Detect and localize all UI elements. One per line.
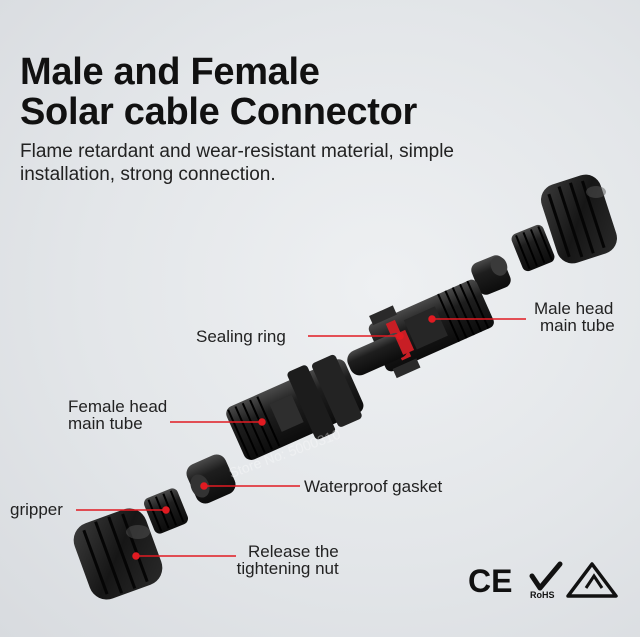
leader-lines [76,315,526,560]
female-tightening-nut [73,508,163,600]
male-tightening-nut [541,174,617,264]
label-male-head-line-1: Male head [534,299,614,318]
female-gasket [186,454,236,504]
certification-marks: CE RoHS [468,561,618,600]
description-line-1: Flame retardant and wear-resistant mater… [20,141,455,162]
description-line-2: installation, strong connection. [20,164,276,185]
label-sealing-ring: Sealing ring [196,327,286,346]
label-release-line-1: Release the [248,542,339,561]
female-head-main-tube [226,354,364,460]
male-gripper [511,224,555,272]
label-release-line-2: tightening nut [236,559,339,578]
page-title: Male and Female Solar cable Connector [20,52,417,132]
ce-mark-icon: CE [468,563,512,599]
label-female-head-line-1: Female head [68,397,168,416]
title-line-2: Solar cable Connector [20,91,418,133]
label-release-tightening-nut: Release the tightening nut [234,543,339,577]
triangle-certification-icon [566,562,618,598]
title-line-1: Male and Female [20,51,320,93]
product-description: Flame retardant and wear-resistant mater… [20,140,580,186]
label-gripper: gripper [10,500,63,519]
label-female-head-main-tube: Female head main tube [68,398,167,432]
rohs-text: RoHS [530,590,555,600]
label-male-head-main-tube: Male head main tube [534,300,615,334]
male-gasket [471,255,511,295]
rohs-check-icon: RoHS [529,561,563,600]
ce-mark-text: CE [468,563,512,599]
label-male-head-line-2: main tube [540,316,615,335]
label-waterproof-gasket: Waterproof gasket [304,477,443,496]
label-female-head-line-2: main tube [68,414,143,433]
